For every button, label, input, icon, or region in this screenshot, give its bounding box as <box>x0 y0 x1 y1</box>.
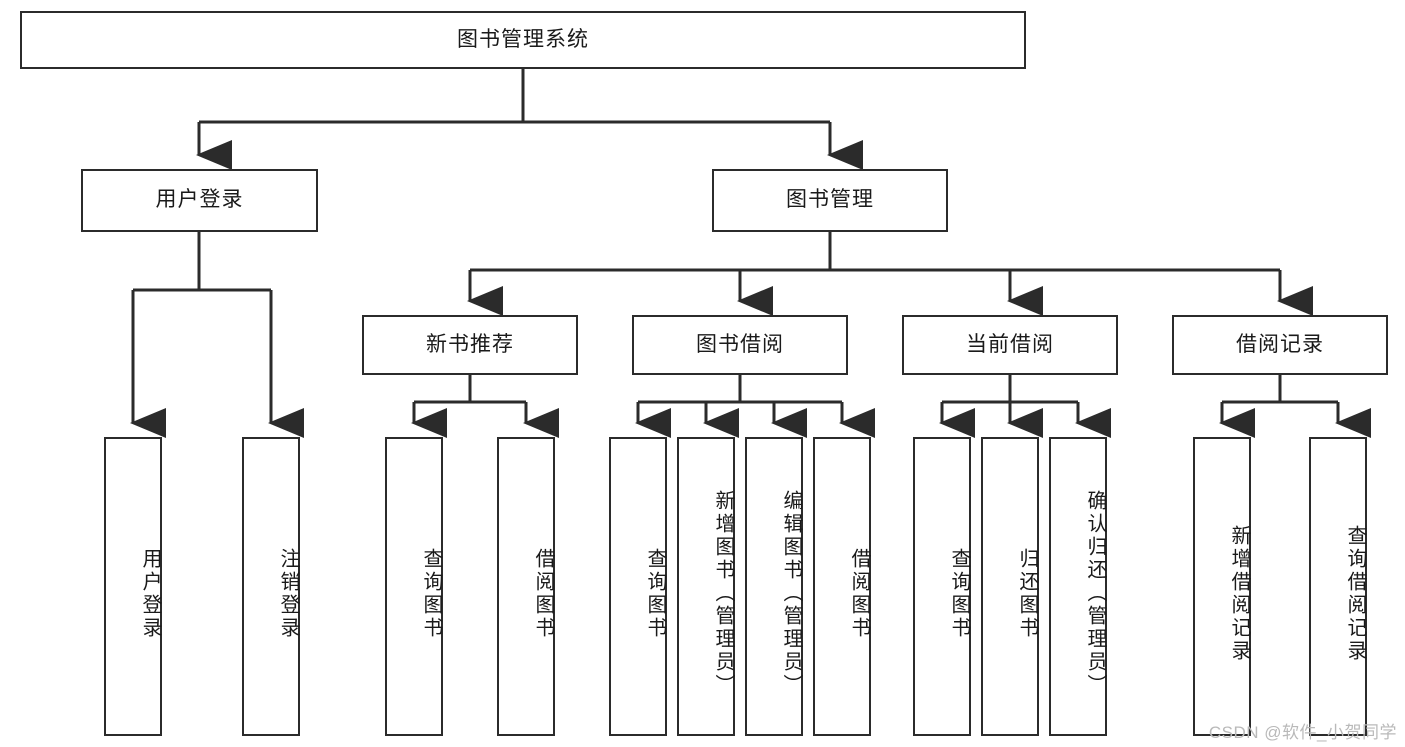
node-new-book-recommend[interactable]: 新书推荐 <box>362 315 578 375</box>
node-label: 新增图书（管理员） <box>712 490 734 697</box>
node-label: 用户登录 <box>155 188 244 212</box>
node-label: 编辑图书（管理员） <box>780 490 802 697</box>
node-label: 新增借阅记录 <box>1228 524 1250 663</box>
node-borrow-record[interactable]: 借阅记录 <box>1172 315 1388 375</box>
leaf-new-book-query[interactable]: 查询图书 <box>385 437 443 736</box>
node-label: 注销登录 <box>277 547 299 640</box>
node-label: 借阅图书 <box>532 547 554 640</box>
node-label: 新书推荐 <box>426 332 514 356</box>
node-book-borrow[interactable]: 图书借阅 <box>632 315 848 375</box>
node-root-system[interactable]: 图书管理系统 <box>20 11 1026 69</box>
leaf-book-borrow-edit[interactable]: 编辑图书（管理员） <box>745 437 803 736</box>
node-label: 查询图书 <box>420 547 442 640</box>
node-user-login[interactable]: 用户登录 <box>81 169 318 232</box>
node-label: 当前借阅 <box>966 332 1054 356</box>
node-book-management[interactable]: 图书管理 <box>712 169 948 232</box>
leaf-current-borrow-confirm-return[interactable]: 确认归还（管理员） <box>1049 437 1107 736</box>
node-current-borrow[interactable]: 当前借阅 <box>902 315 1118 375</box>
node-label: 图书管理系统 <box>457 27 589 51</box>
leaf-borrow-record-query[interactable]: 查询借阅记录 <box>1309 437 1367 736</box>
leaf-current-borrow-query[interactable]: 查询图书 <box>913 437 971 736</box>
node-label: 用户登录 <box>139 547 161 640</box>
watermark-text: CSDN @软件_小贺同学 <box>1208 723 1397 742</box>
leaf-book-borrow-query[interactable]: 查询图书 <box>609 437 667 736</box>
node-label: 查询借阅记录 <box>1344 524 1366 663</box>
leaf-current-borrow-return[interactable]: 归还图书 <box>981 437 1039 736</box>
node-label: 归还图书 <box>1016 547 1038 640</box>
node-label: 查询图书 <box>644 547 666 640</box>
leaf-book-borrow-add[interactable]: 新增图书（管理员） <box>677 437 735 736</box>
leaf-book-borrow-borrow[interactable]: 借阅图书 <box>813 437 871 736</box>
node-label: 图书借阅 <box>696 332 784 356</box>
node-label: 借阅图书 <box>848 547 870 640</box>
leaf-user-login-login[interactable]: 用户登录 <box>104 437 162 736</box>
node-label: 查询图书 <box>948 547 970 640</box>
leaf-new-book-borrow[interactable]: 借阅图书 <box>497 437 555 736</box>
node-label: 借阅记录 <box>1236 332 1324 356</box>
node-label: 确认归还（管理员） <box>1084 490 1106 697</box>
leaf-borrow-record-add[interactable]: 新增借阅记录 <box>1193 437 1251 736</box>
node-label: 图书管理 <box>786 188 874 212</box>
leaf-user-login-logout[interactable]: 注销登录 <box>242 437 300 736</box>
